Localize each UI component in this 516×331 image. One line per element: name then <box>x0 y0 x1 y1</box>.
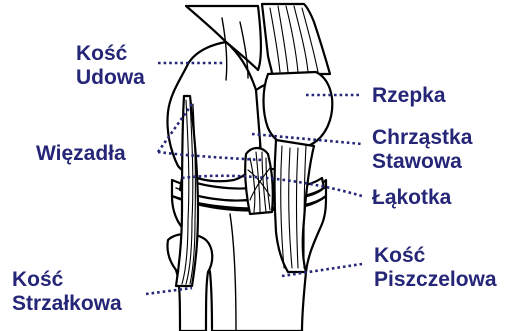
label-tibia-line2: Piszczelowa <box>374 268 497 292</box>
label-femur-line1: Kość <box>76 42 145 66</box>
label-fibula: Kość Strzałkowa <box>12 268 122 316</box>
label-femur: Kość Udowa <box>76 42 145 90</box>
label-ligaments: Więzadła <box>36 142 126 166</box>
label-cartilage-line1: Chrząstka <box>372 126 472 150</box>
label-tibia-line1: Kość <box>374 244 497 268</box>
label-tibia: Kość Piszczelowa <box>374 244 497 292</box>
label-fibula-line1: Kość <box>12 268 122 292</box>
label-femur-line2: Udowa <box>76 66 145 90</box>
cruciate-ligaments <box>245 148 273 214</box>
label-fibula-line2: Strzałkowa <box>12 292 122 316</box>
label-patella: Rzepka <box>372 84 446 108</box>
label-cartilage: Chrząstka Stawowa <box>372 126 472 174</box>
label-cartilage-line2: Stawowa <box>372 150 472 174</box>
label-meniscus: Łąkotka <box>372 186 451 210</box>
